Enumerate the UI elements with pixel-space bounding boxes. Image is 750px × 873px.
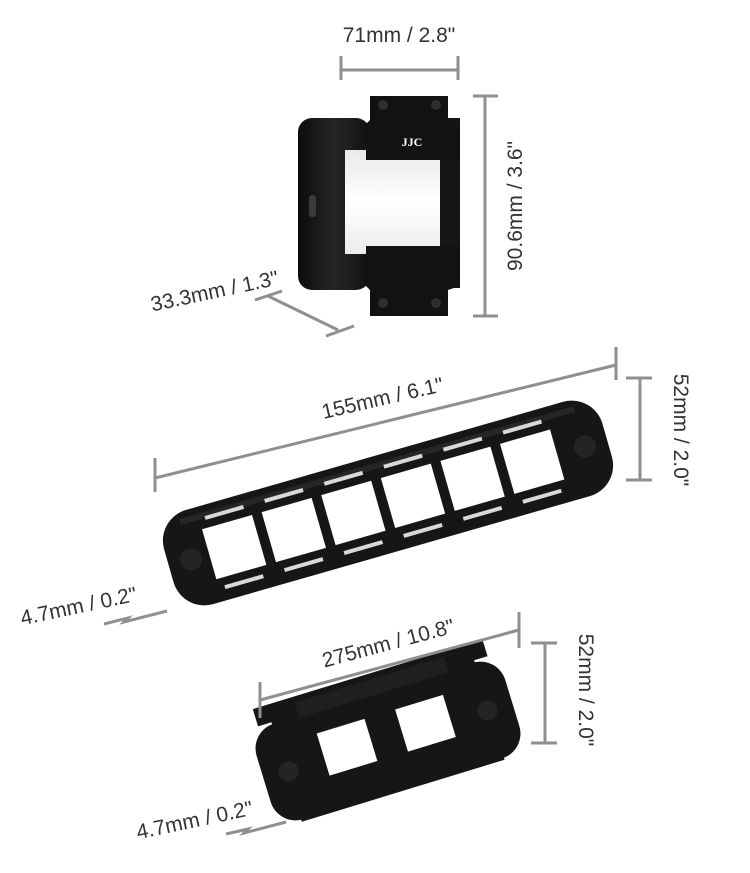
film-viewer: JJC xyxy=(298,96,460,316)
brand-logo: JJC xyxy=(402,135,423,149)
viewer-width-dimension: 71mm / 2.8" xyxy=(339,24,460,80)
film-frame-windows xyxy=(202,429,565,580)
film-frame-window xyxy=(440,446,505,511)
slide-holder-thickness-dimension: 4.7mm / 0.2" xyxy=(134,797,287,844)
film-strip-length-label: 155mm / 6.1" xyxy=(319,373,445,423)
film-strip-thickness-dimension: 4.7mm / 0.2" xyxy=(18,583,168,630)
film-strip-holder xyxy=(162,400,614,606)
holder-knob-icon xyxy=(477,700,498,721)
viewer-top-clip xyxy=(366,96,460,160)
slide-holder-top-tab xyxy=(294,656,449,718)
slide-holder-height-label: 52mm / 2.0" xyxy=(574,634,597,747)
film-strip-height-dimension: 52mm / 2.0" xyxy=(626,374,692,487)
slide-holder xyxy=(252,638,521,822)
film-frame-window xyxy=(261,497,326,563)
sprocket-slots xyxy=(204,419,562,590)
screw-icon xyxy=(378,100,388,110)
viewer-height-label: 90.6mm / 3.6" xyxy=(504,141,527,271)
viewer-frame-rail xyxy=(440,118,460,288)
usb-port-icon xyxy=(309,195,316,217)
slide-holder-thickness-label: 4.7mm / 0.2" xyxy=(134,797,255,844)
slide-holder-body xyxy=(255,661,521,821)
holder-knob-icon xyxy=(179,548,202,571)
film-strip-height-label: 52mm / 2.0" xyxy=(669,374,692,487)
slide-window xyxy=(395,694,456,752)
holder-knob-icon xyxy=(574,435,597,458)
light-panel xyxy=(345,150,450,254)
holder-knob-icon xyxy=(278,761,299,782)
film-frame-window xyxy=(321,480,386,546)
slide-window xyxy=(316,718,378,776)
film-frame-window xyxy=(380,463,446,528)
film-frame-window xyxy=(500,429,565,494)
viewer-depth-label: 33.3mm / 1.3" xyxy=(149,267,281,317)
film-frame-window xyxy=(202,514,267,580)
viewer-width-label: 71mm / 2.8" xyxy=(343,24,456,47)
slide-holder-height-dimension: 52mm / 2.0" xyxy=(531,634,597,747)
screw-icon xyxy=(378,298,388,308)
screw-icon xyxy=(431,100,441,110)
screw-icon xyxy=(431,298,441,308)
viewer-height-dimension: 90.6mm / 3.6" xyxy=(473,94,527,318)
